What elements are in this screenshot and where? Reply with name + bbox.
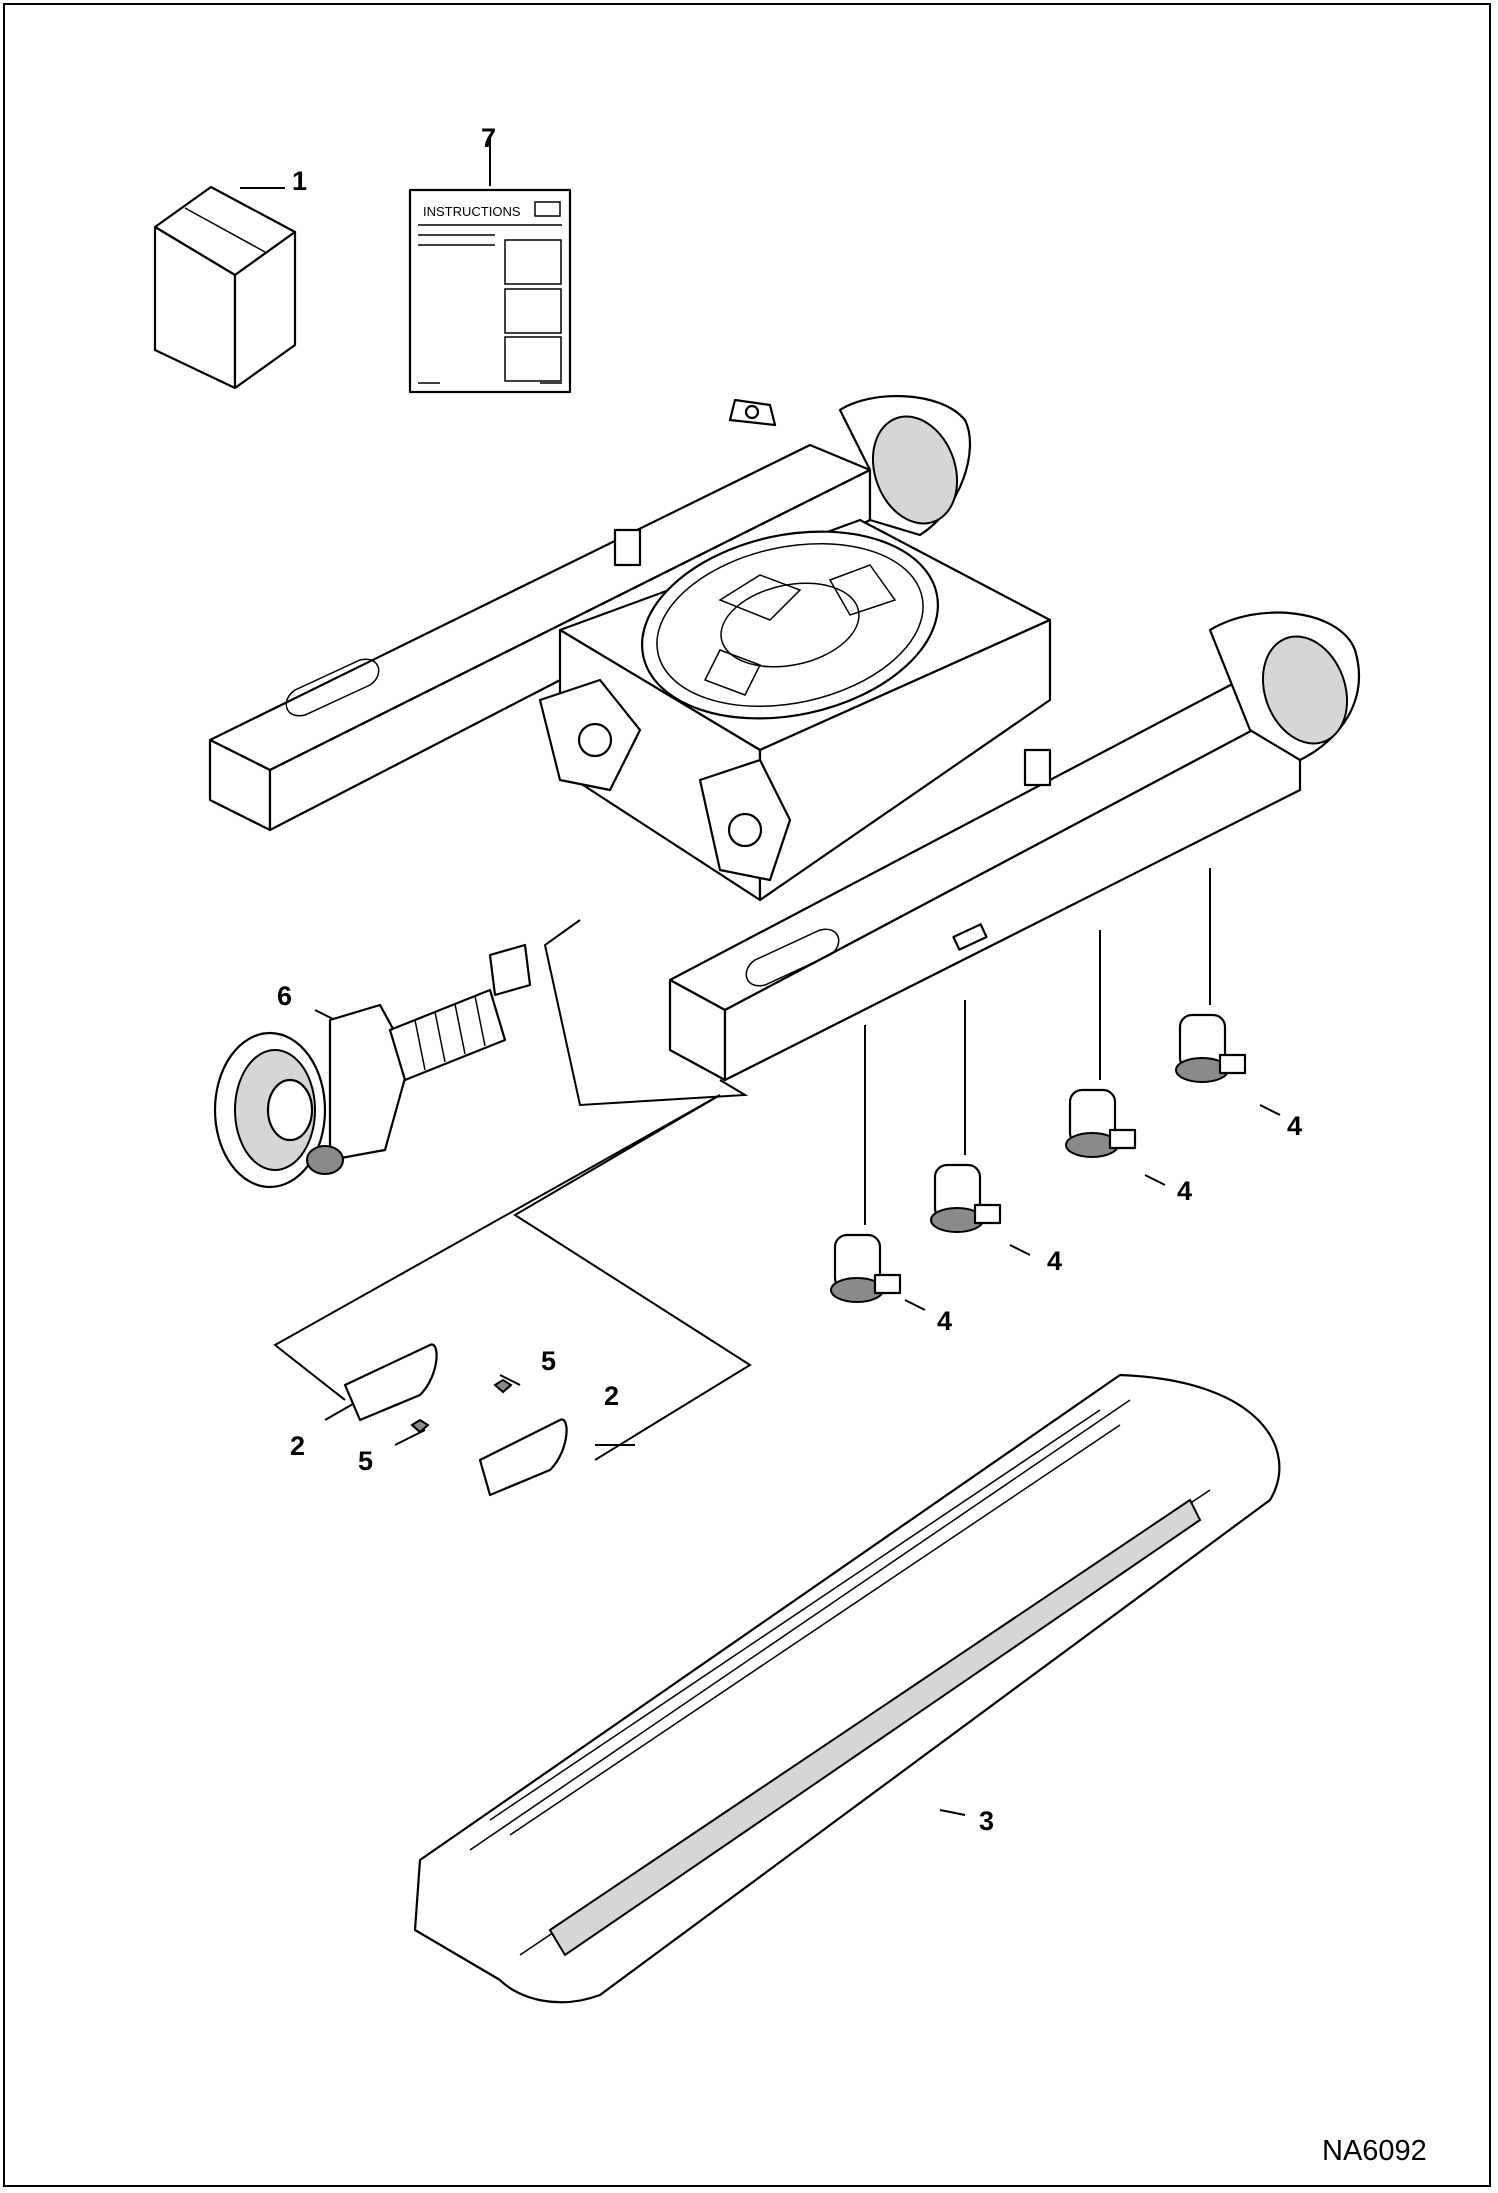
part-4-carrier-roller-3: [1065, 1088, 1137, 1158]
part-4-carrier-roller-4: [1175, 1013, 1247, 1083]
part-4-carrier-roller-2: [930, 1163, 1002, 1233]
part-1-box: [153, 185, 297, 390]
part-7-instructions-sheet: INSTRUCTIONS: [408, 188, 572, 394]
callout-2b: 2: [290, 1431, 305, 1461]
callout-3: 3: [979, 1806, 994, 1836]
part-2-guard-right: [478, 1418, 568, 1497]
part-6-idler-assembly: [213, 943, 532, 1189]
callout-2a: 2: [604, 1381, 619, 1411]
part-5-bolts: [410, 1378, 513, 1434]
callout-5a: 5: [541, 1346, 556, 1376]
callout-4d: 4: [937, 1306, 952, 1336]
callout-7: 7: [481, 123, 496, 153]
callout-1: 1: [292, 166, 307, 196]
callout-4b: 4: [1177, 1176, 1192, 1206]
part-2-guard-left: [343, 1343, 438, 1422]
instructions-label: INSTRUCTIONS: [423, 204, 521, 219]
callout-6: 6: [277, 981, 292, 1011]
diagram-border: [3, 3, 1491, 2187]
leader-lines: [240, 136, 1281, 1816]
part-3-track: [413, 1373, 1281, 2004]
callout-5b: 5: [358, 1446, 373, 1476]
track-frame: [208, 394, 1360, 1082]
callout-4a: 4: [1287, 1111, 1302, 1141]
callout-4c: 4: [1047, 1246, 1062, 1276]
figure-id: NA6092: [1322, 2135, 1427, 2167]
part-4-carrier-roller-1: [830, 1233, 902, 1303]
